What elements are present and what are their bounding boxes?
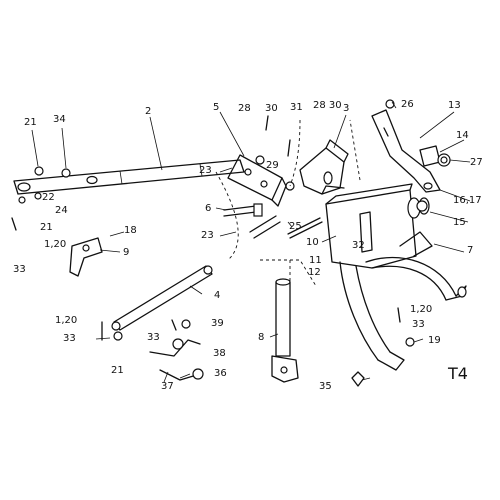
callout-15: 15 — [453, 217, 466, 228]
callout-23: 23 — [201, 230, 214, 241]
callout-23: 23 — [199, 165, 212, 176]
leader-lines — [31, 101, 471, 383]
sheet-id: T4 — [448, 364, 468, 383]
callout-16-17: 16,17 — [453, 195, 482, 206]
callout-33: 33 — [147, 332, 160, 343]
callout-27: 27 — [470, 157, 483, 168]
callout-18: 18 — [124, 225, 137, 236]
callout-31: 31 — [290, 102, 303, 113]
callout-8: 8 — [258, 332, 265, 343]
part-9-link — [69, 237, 103, 277]
assembly-dashed-lines — [215, 119, 361, 287]
callout-14: 14 — [456, 130, 469, 141]
callout-21: 21 — [111, 365, 124, 376]
callout-28-30: 28 30 — [313, 100, 342, 111]
callout-34: 34 — [53, 114, 66, 125]
callout-10: 10 — [306, 237, 319, 248]
part-8-pin — [271, 278, 299, 383]
callout-12: 12 — [308, 267, 321, 278]
callout-3: 3 — [343, 103, 350, 114]
callout-24: 24 — [55, 205, 68, 216]
part-2-long-bar — [13, 159, 245, 195]
callout-32: 32 — [352, 240, 365, 251]
part-7-main-housing — [325, 183, 467, 371]
callout-11: 11 — [309, 255, 322, 266]
callout-19: 19 — [428, 335, 441, 346]
callout-21: 21 — [24, 117, 37, 128]
callout-37: 37 — [161, 381, 174, 392]
callout-1-20: 1,20 — [44, 239, 67, 250]
callout-21: 21 — [40, 222, 53, 233]
part-13-arm — [371, 109, 451, 193]
callout-9: 9 — [123, 247, 130, 258]
callout-7: 7 — [467, 245, 474, 256]
callout-30: 30 — [265, 103, 278, 114]
callout-35: 35 — [319, 381, 332, 392]
callout-5: 5 — [213, 102, 220, 113]
callout-33: 33 — [13, 264, 26, 275]
part-5-bracket — [227, 154, 287, 207]
callout-38: 38 — [213, 348, 226, 359]
bolts-6-23-25 — [223, 203, 323, 239]
callout-13: 13 — [448, 100, 461, 111]
callout-2: 2 — [145, 106, 152, 117]
part-4-rod — [111, 265, 213, 331]
part-3-bracket — [299, 139, 349, 195]
callout-26: 26 — [401, 99, 414, 110]
callout-28: 28 — [238, 103, 251, 114]
callout-25: 25 — [289, 221, 302, 232]
callout-33: 33 — [412, 319, 425, 330]
callout-39: 39 — [211, 318, 224, 329]
callout-4: 4 — [214, 290, 221, 301]
callout-33: 33 — [63, 333, 76, 344]
callout-22: 22 — [42, 192, 55, 203]
part-37-38-linkage — [149, 338, 204, 381]
callout-1-20: 1,20 — [55, 315, 78, 326]
callout-29: 29 — [266, 160, 279, 171]
callout-36: 36 — [214, 368, 227, 379]
callout-1-20: 1,20 — [410, 304, 433, 315]
callout-6: 6 — [205, 203, 212, 214]
